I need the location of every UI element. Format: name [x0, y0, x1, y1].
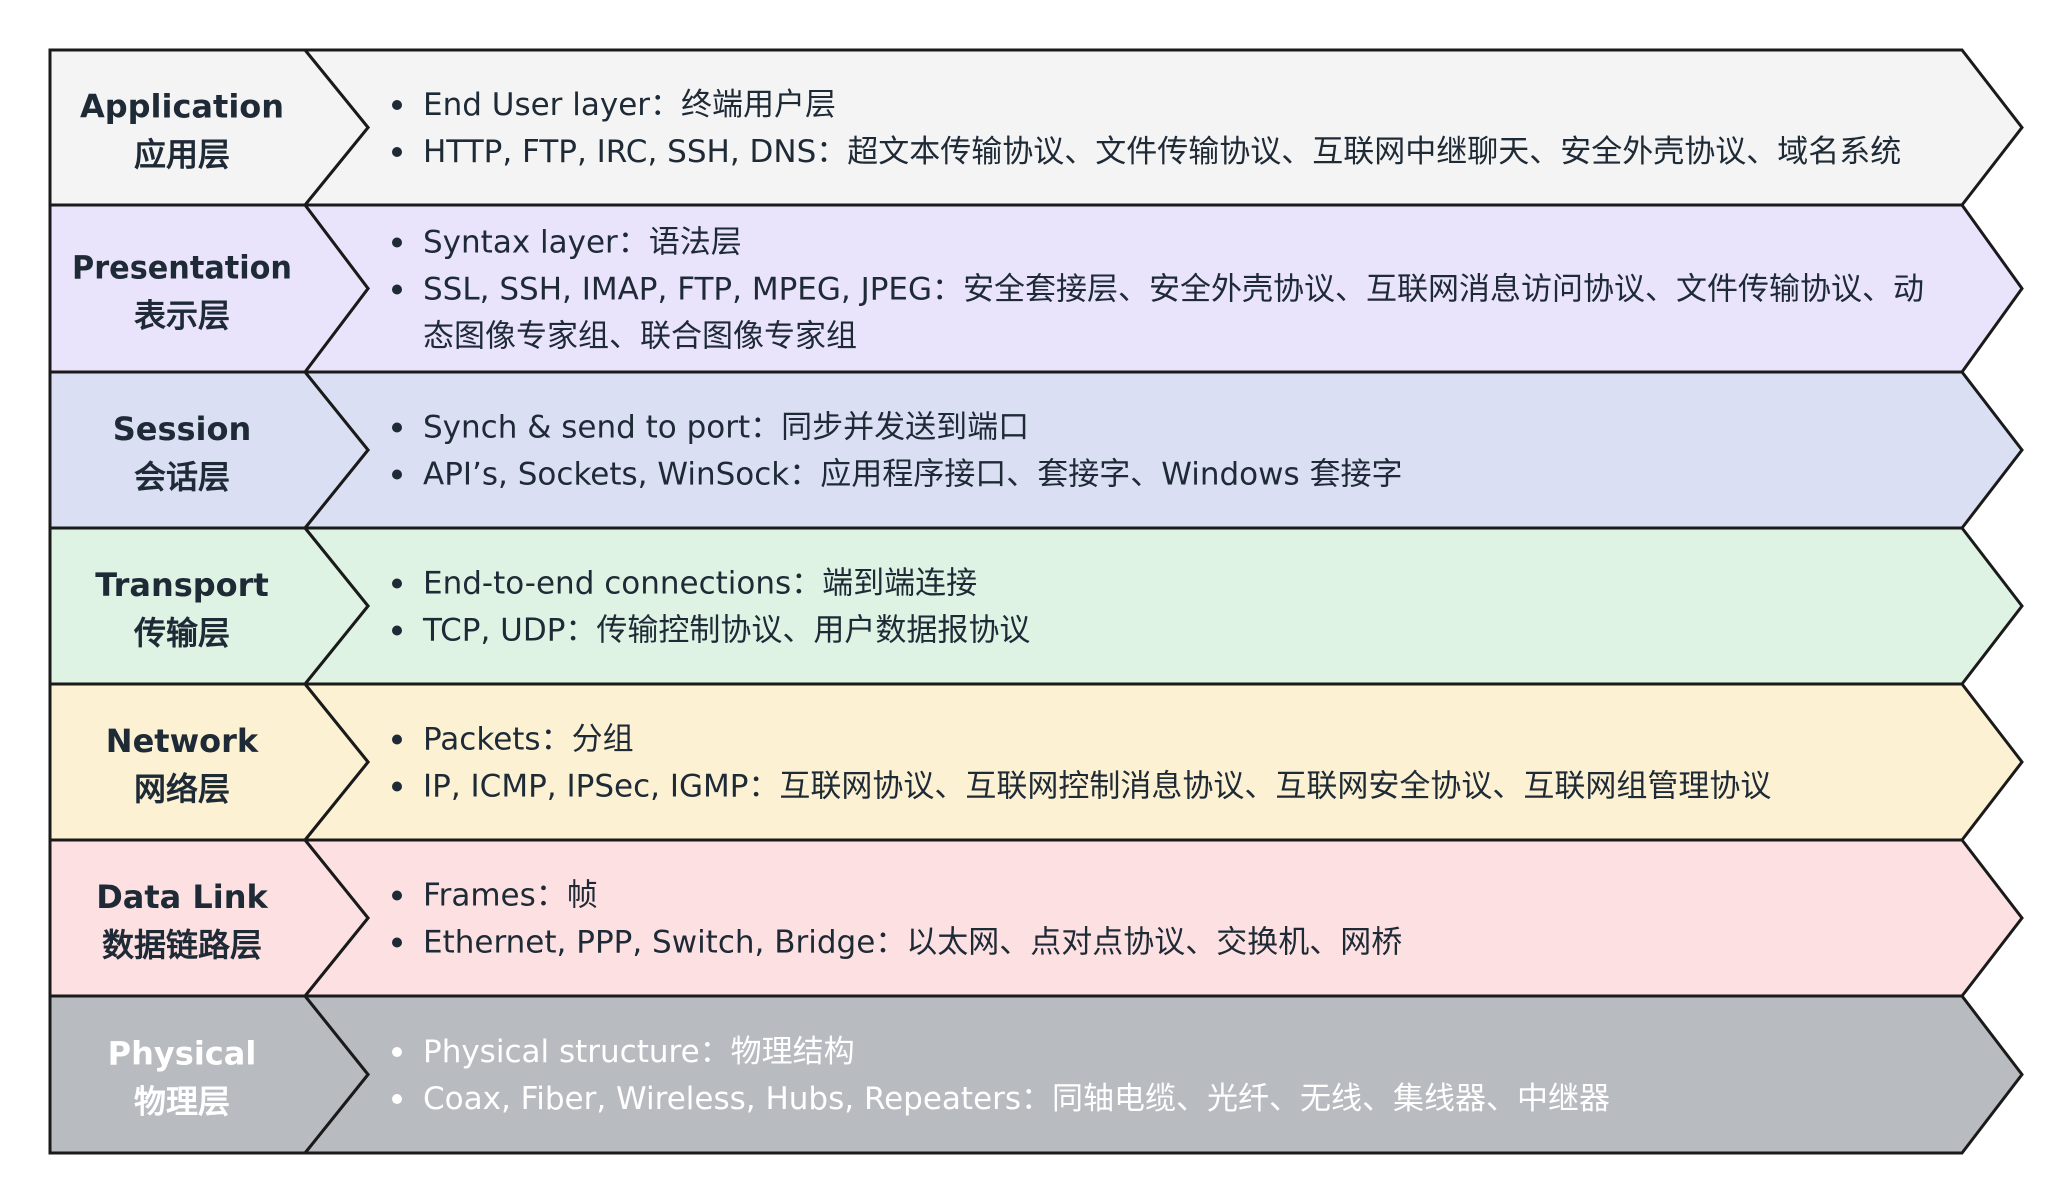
layer-presentation: Presentation 表示层 Syntax layer：语法层 SSL, SSH,… — [48, 203, 2024, 374]
bullet-text: Frames：帧 — [423, 878, 598, 914]
layer-name-en: Physical — [108, 1035, 257, 1073]
bullet-text: TCP, UDP：传输控制协议、用户数据报协议 — [422, 613, 1030, 649]
layer-name-zh: 表示层 — [134, 297, 230, 335]
layers-group: Application 应用层 End User layer：终端用户层 HTTP, … — [48, 48, 2024, 1155]
layer-content-band — [301, 48, 2024, 207]
bullet-dot — [392, 937, 402, 948]
layer-content-band — [301, 526, 2024, 686]
layer-name-en: Application — [80, 88, 284, 126]
layer-name-zh: 物理层 — [134, 1083, 230, 1121]
layer-label-block — [48, 994, 370, 1155]
bullet-dot — [392, 469, 402, 480]
bullet-dot — [392, 237, 402, 248]
bullet-dot — [392, 100, 402, 110]
layer-name-en: Presentation — [72, 249, 292, 287]
layer-name-zh: 会话层 — [134, 458, 230, 496]
bullet-dot — [392, 781, 402, 792]
bullet-text: End-to-end connections：端到端连接 — [423, 566, 977, 602]
bullet-text: Ethernet, PPP, Switch, Bridge：以太网、点对点协议、… — [423, 925, 1402, 961]
layer-content-band — [301, 994, 2024, 1155]
layer-name-zh: 应用层 — [134, 136, 230, 174]
layer-content-band — [301, 370, 2024, 530]
layer-name-zh: 网络层 — [134, 770, 230, 808]
layer-name-en: Network — [106, 722, 259, 760]
layer-label-block — [48, 48, 370, 207]
layer-physical: Physical 物理层 Physical structure：物理结构 Coax, … — [48, 994, 2024, 1155]
bullet-text: Synch & send to port：同步并发送到端口 — [423, 410, 1029, 446]
layer-name-en: Data Link — [96, 878, 268, 916]
layer-label-block — [48, 203, 370, 374]
layer-data-link: Data Link 数据链路层 Frames：帧 Ethernet, PPP, Swi… — [48, 838, 2024, 998]
layer-content-band — [301, 682, 2024, 842]
bullet-dot — [392, 284, 402, 295]
bullet-dot — [392, 578, 402, 589]
bullet-text: HTTP, FTP, IRC, SSH, DNS：超文本传输协议、文件传输协议、… — [423, 134, 1901, 170]
layer-label-block — [48, 526, 370, 686]
layer-name-en: Session — [113, 410, 252, 448]
bullet-text: 态图像专家组、联合图像专家组 — [423, 319, 857, 355]
bullet-text: Coax, Fiber, Wireless, Hubs, Repeaters：同… — [423, 1081, 1610, 1117]
bullet-text: Syntax layer：语法层 — [423, 225, 742, 261]
bullet-text: SSL, SSH, IMAP, FTP, MPEG, JPEG：安全套接层、安全… — [423, 272, 1924, 308]
bullet-text: IP, ICMP, IPSec, IGMP：互联网协议、互联网控制消息协议、互联… — [423, 769, 1771, 805]
layer-transport: Transport 传输层 End-to-end connections：端到端连接… — [48, 526, 2024, 686]
layer-name-zh: 传输层 — [133, 614, 230, 652]
bullet-text: Physical structure：物理结构 — [423, 1034, 855, 1070]
bullet-text: Packets：分组 — [423, 722, 634, 758]
layer-label-block — [48, 370, 370, 530]
bullet-dot — [392, 890, 402, 901]
layer-label-block — [48, 838, 370, 998]
bullet-dot — [392, 147, 402, 157]
layer-network: Network 网络层 Packets：分组 IP, ICMP, IPSec, IGM… — [48, 682, 2024, 842]
bullet-dot — [392, 1047, 402, 1057]
bullet-text: End User layer：终端用户层 — [423, 87, 836, 123]
bullet-dot — [392, 734, 402, 745]
bullet-text: API’s, Sockets, WinSock：应用程序接口、套接字、Windo… — [423, 457, 1402, 493]
layer-application: Application 应用层 End User layer：终端用户层 HTTP, … — [48, 48, 2024, 207]
layer-name-en: Transport — [95, 566, 268, 604]
bullet-dot — [392, 625, 402, 636]
bullet-dot — [392, 1094, 402, 1104]
layer-name-zh: 数据链路层 — [102, 926, 262, 964]
layer-session: Session 会话层 Synch & send to port：同步并发送到端口 A… — [48, 370, 2024, 530]
bullet-dot — [392, 422, 402, 433]
layer-content-band — [301, 838, 2024, 998]
layer-label-block — [48, 682, 370, 842]
